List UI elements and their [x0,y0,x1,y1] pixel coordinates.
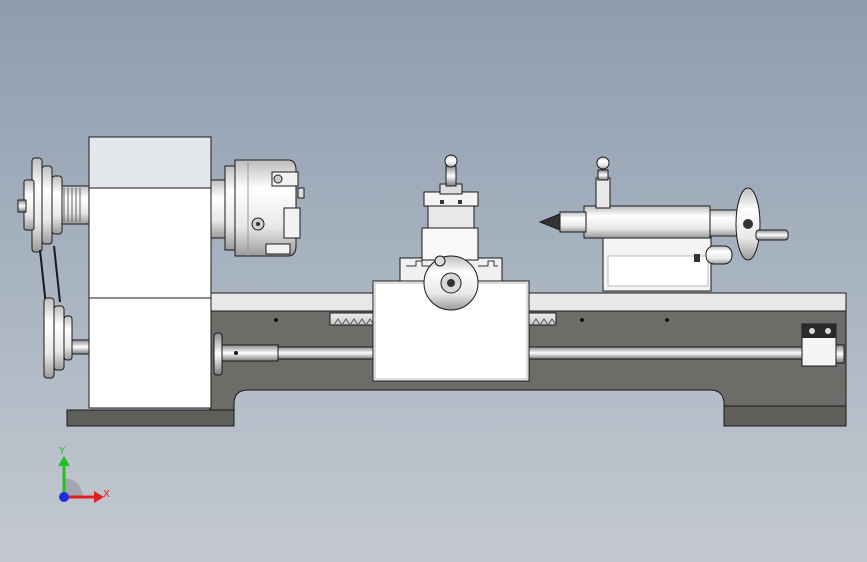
bed-foot-right [723,405,847,427]
drive-pulley-top [17,157,90,253]
tool-post [423,154,479,229]
spindle-chuck [210,159,305,257]
headstock [88,136,212,409]
drive-belt [39,245,61,307]
bed-bolt [665,318,669,322]
triad-y-label: Y [58,446,66,457]
triad-x-label: X [103,489,110,500]
drive-pulley-bottom [43,297,90,379]
tailstock [538,156,741,292]
bed-bolt [274,318,278,322]
handwheel-tailstock[interactable] [735,187,789,261]
bed-bolt [580,318,584,322]
leadscrew-end-bracket [801,323,845,367]
triad-z-axis [59,492,69,502]
view-orientation-triad[interactable]: Y X [58,446,110,503]
bed-foot-left [66,409,235,427]
handwheel-carriage[interactable] [423,255,479,311]
